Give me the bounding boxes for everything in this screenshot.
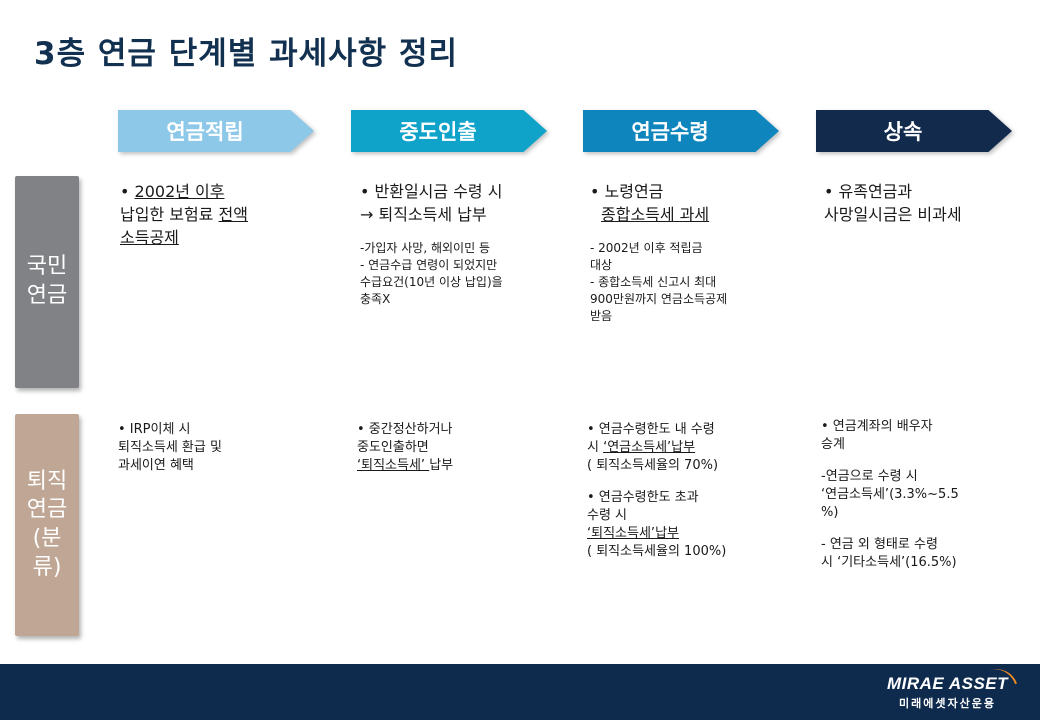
- main-text: • IRP이체 시 퇴직소득세 환급 및 과세이연 혜택: [118, 422, 222, 473]
- cell-national-accumulation: • 2002년 이후 납입한 보험료 전액 소득공제: [120, 180, 320, 250]
- cell-national-inheritance: • 유족연금과 사망일시금은 비과세: [824, 180, 1034, 226]
- row-label-line: 퇴직: [26, 468, 68, 494]
- stage-label: 상속: [883, 120, 923, 144]
- stage-label: 중도인출: [399, 120, 477, 144]
- text-underlined: ‘연금소득세’납부: [603, 439, 696, 455]
- arrow-shape: [118, 110, 314, 152]
- row-label-line: 국민: [26, 254, 68, 280]
- row-label-retirement-pension: 퇴직 연금 (분 류): [15, 414, 79, 636]
- stage-label: 연금적립: [166, 120, 244, 144]
- text: • 연금계좌의 배우자 승계: [821, 419, 933, 452]
- main-text: • 반환일시금 수령 시 → 퇴직소득세 납부: [360, 182, 503, 225]
- row-label-line: (분: [32, 526, 62, 551]
- text: 납입한 보험료: [120, 205, 219, 225]
- page-title: 3층 연금 단계별 과세사항 정리: [34, 36, 458, 72]
- row-label-national-pension: 국민 연금: [15, 176, 79, 388]
- cell-national-withdrawal: • 반환일시금 수령 시 → 퇴직소득세 납부 -가입자 사망, 해외이민 등 …: [360, 180, 580, 308]
- note-text: - 2002년 이후 적립금 대상 - 종합소득세 신고시 최대 900만원까지…: [590, 241, 728, 323]
- cell-retirement-inheritance: • 연금계좌의 배우자 승계 -연금으로 수령 시 ‘연금소득세’(3.3%~5…: [821, 418, 1031, 572]
- text: • 연금수령한도 내 수령: [587, 422, 715, 437]
- text: 납부: [429, 457, 454, 473]
- stage-accumulation: 연금적립: [118, 110, 314, 152]
- text: -연금으로 수령 시 ‘연금소득세’(3.3%~5.5 %): [821, 468, 959, 520]
- main-text: • 중간정산하거나 중도인출하면: [357, 422, 453, 455]
- main-text: • 유족연금과 사망일시금은 비과세: [824, 182, 962, 225]
- text-underlined: 종합소득세 과세: [601, 205, 710, 225]
- bullet: •: [120, 182, 135, 201]
- company-logo: MIRAE ASSET 미래에셋자산운용: [886, 662, 1018, 711]
- row-label-line: 류): [32, 554, 62, 580]
- cell-retirement-receipt: • 연금수령한도 내 수령 시 ‘연금소득세’납부 ( 퇴직소득세율의 70%)…: [587, 421, 807, 561]
- stage-receipt: 연금수령: [583, 110, 779, 152]
- row-label-line: 연금: [26, 283, 68, 308]
- text: ( 퇴직소득세율의 100%): [587, 543, 727, 559]
- stage-inheritance: 상속: [816, 110, 1012, 152]
- cell-national-receipt: • 노령연금 종합소득세 과세 - 2002년 이후 적립금 대상 - 종합소득…: [590, 180, 810, 324]
- arrow-shape: [816, 110, 1012, 152]
- logo-text-en: MIRAE ASSET: [886, 674, 1008, 693]
- text: 시: [587, 439, 604, 455]
- note-text: -가입자 사망, 해외이민 등 - 연금수급 연령이 되었지만 수급요건(10년…: [360, 241, 503, 306]
- stage-withdrawal: 중도인출: [351, 110, 547, 152]
- main-text: • 노령연금: [590, 182, 664, 201]
- logo-text-ko: 미래에셋자산운용: [898, 697, 996, 710]
- text-underlined: 2002년 이후: [134, 182, 225, 201]
- text: ( 퇴직소득세율의 70%): [587, 457, 719, 473]
- stage-label: 연금수령: [631, 120, 709, 144]
- text: • 연금수령한도 초과 수령 시: [587, 489, 699, 523]
- arrow-shape: [351, 110, 547, 152]
- text-underlined: ‘퇴직소득세’납부: [587, 525, 679, 541]
- cell-retirement-accumulation: • IRP이체 시 퇴직소득세 환급 및 과세이연 혜택: [118, 421, 328, 475]
- text-underlined: 소득공제: [120, 228, 179, 248]
- row-label-line: 연금: [26, 497, 68, 523]
- text-underlined: ‘퇴직소득세’: [357, 457, 430, 473]
- text: - 연금 외 형태로 수령 시 ‘기타소득세’(16.5%): [821, 536, 957, 570]
- cell-retirement-withdrawal: • 중간정산하거나 중도인출하면 ‘퇴직소득세’ 납부: [357, 421, 577, 475]
- arrow-shape: [583, 110, 779, 152]
- footer-bar: MIRAE ASSET 미래에셋자산운용: [0, 662, 1040, 720]
- text-underlined: 전액: [218, 205, 248, 225]
